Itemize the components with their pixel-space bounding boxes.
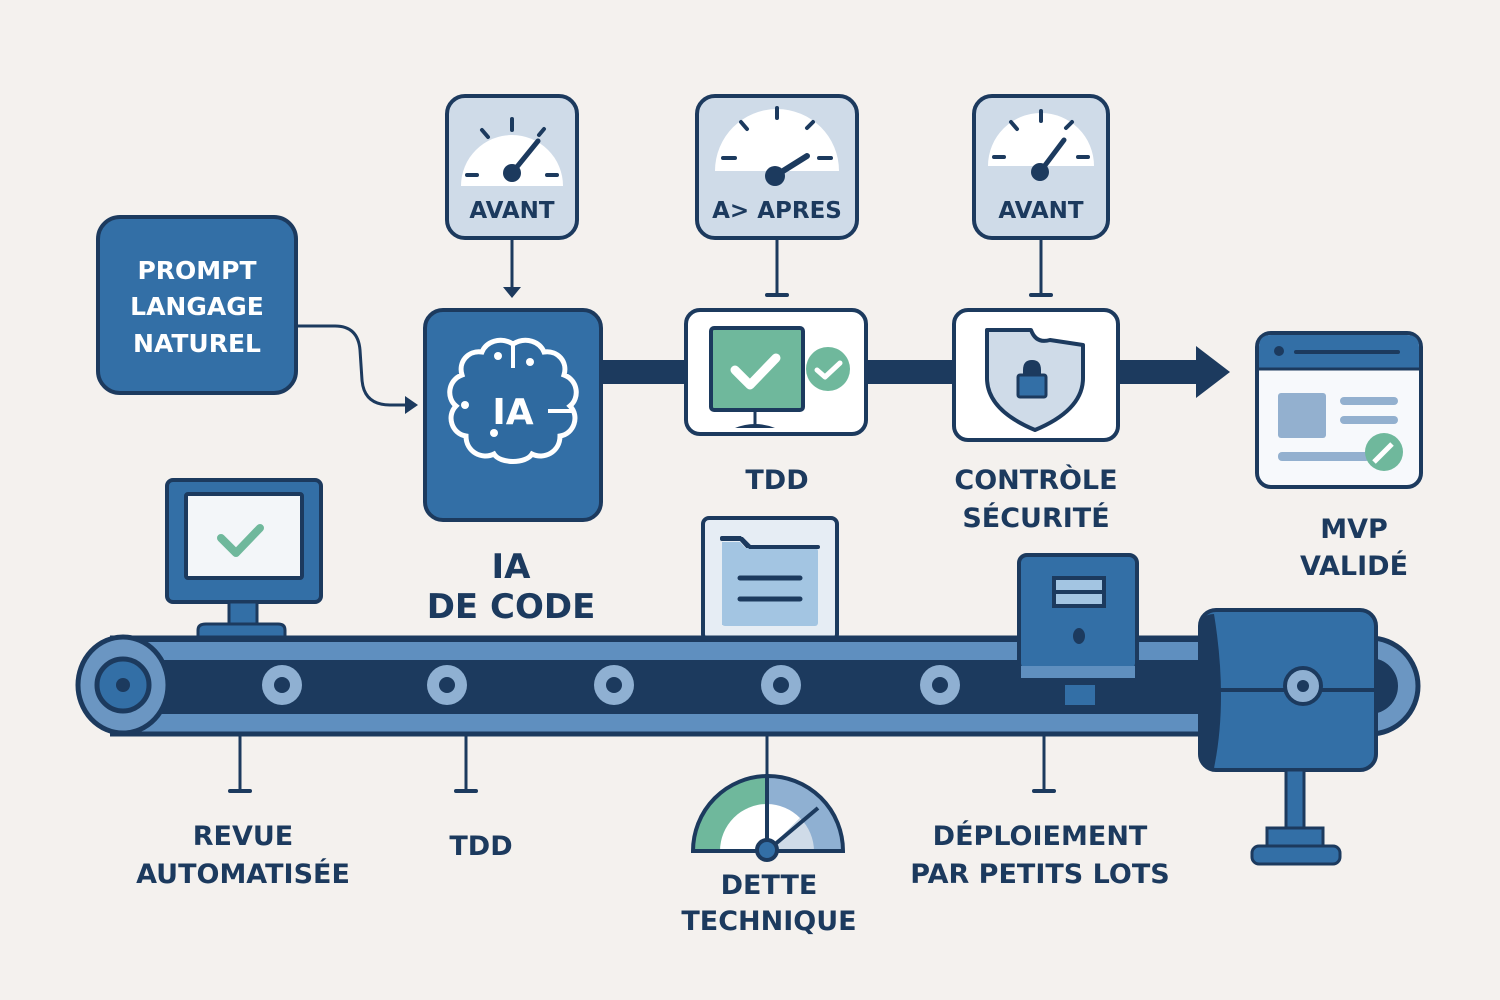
gauge-label: A> APRES xyxy=(712,198,842,224)
debt-label-line-1: DETTE xyxy=(721,870,818,901)
tdd-box xyxy=(684,308,868,436)
mvp-window xyxy=(1255,331,1423,489)
roller xyxy=(427,665,467,705)
motor-housing xyxy=(1198,608,1378,866)
debt-gauge-icon xyxy=(690,773,846,862)
review-label-line-2: AUTOMATISÉE xyxy=(136,858,350,890)
deploy-label-line-1: DÉPLOIEMENT xyxy=(933,820,1148,852)
speedometer-icon xyxy=(461,117,563,186)
security-label-line-1: CONTRÒLE xyxy=(954,464,1117,496)
prompt-to-ia-connector xyxy=(296,324,408,407)
review-label-line-1: REVUE xyxy=(193,821,294,852)
tdd-bottom-label: TDD xyxy=(449,831,512,862)
document-folder-icon xyxy=(701,516,839,642)
check-circle-icon xyxy=(806,347,850,391)
brain-icon-text: IA xyxy=(492,392,533,433)
debt-label-line-2: TECHNIQUE xyxy=(681,906,856,937)
shield-lock-icon xyxy=(985,328,1085,432)
ia-box: IA xyxy=(423,308,603,522)
speedometer-icon xyxy=(715,106,839,186)
security-box xyxy=(952,308,1120,442)
mvp-label-line-1: MVP xyxy=(1320,514,1388,545)
server-icon xyxy=(1017,553,1139,707)
brain-icon: IA xyxy=(447,337,579,464)
deploy-label-line-2: PAR PETITS LOTS xyxy=(910,859,1169,890)
ia-label-line-1: IA xyxy=(492,547,532,587)
tdd-label: TDD xyxy=(745,465,808,496)
security-label-line-2: SÉCURITÉ xyxy=(962,502,1109,534)
gauge-label: AVANT xyxy=(469,198,555,224)
prompt-line-3: NATUREL xyxy=(133,329,261,358)
review-monitor-icon xyxy=(165,478,323,642)
roller xyxy=(262,665,302,705)
gauge-label: AVANT xyxy=(998,198,1084,224)
gauge-card-avant-2: AVANT xyxy=(972,94,1110,240)
gauge-card-avant-1: AVANT xyxy=(445,94,579,240)
conveyor-end-roller xyxy=(75,634,171,736)
arrow-down-icon xyxy=(503,287,521,298)
roller xyxy=(594,665,634,705)
edit-circle-icon xyxy=(1365,433,1403,471)
roller xyxy=(761,665,801,705)
ia-label-line-2: DE CODE xyxy=(427,587,596,627)
speedometer-icon xyxy=(988,109,1094,181)
prompt-box: PROMPT LANGAGE NATUREL xyxy=(96,215,298,395)
arrow-right-icon xyxy=(1196,346,1230,398)
mvp-label-line-2: VALIDÉ xyxy=(1300,550,1408,582)
prompt-line-2: LANGAGE xyxy=(130,292,264,321)
monitor-check-icon xyxy=(709,326,805,428)
roller xyxy=(920,665,960,705)
gauge-card-apres: A> APRES xyxy=(695,94,859,240)
arrow-right-icon xyxy=(405,396,418,414)
prompt-line-1: PROMPT xyxy=(137,256,256,285)
